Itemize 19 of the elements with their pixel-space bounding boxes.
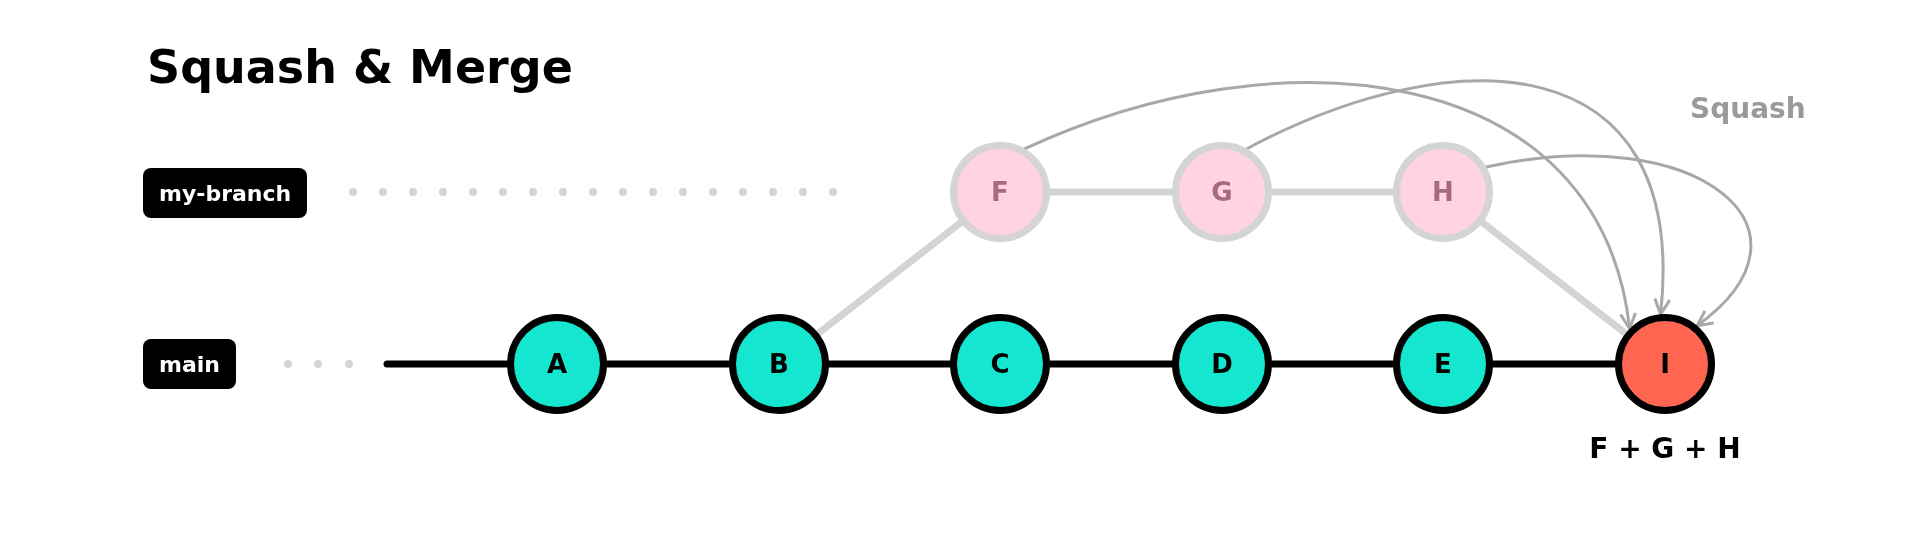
- connector-line: [1479, 219, 1629, 337]
- curved-arrow: [1484, 154, 1752, 328]
- commit-circle: E: [1393, 314, 1493, 414]
- branch-label: my-branch: [143, 168, 308, 218]
- commit-caption: F + G + H: [1589, 432, 1741, 465]
- commit-circle: C: [950, 314, 1050, 414]
- commit-circle: A: [507, 314, 607, 414]
- commit-circle: D: [1172, 314, 1272, 414]
- commit-circle: F: [950, 142, 1050, 242]
- commit-circle: G: [1172, 142, 1272, 242]
- branch-label: main: [143, 339, 236, 389]
- curved-arrow: [1023, 81, 1636, 331]
- curved-arrow: [1245, 79, 1671, 316]
- commit-circle: H: [1393, 142, 1493, 242]
- commit-circle: B: [729, 314, 829, 414]
- title: Squash & Merge: [147, 40, 573, 94]
- annotation-text: Squash: [1690, 92, 1806, 125]
- commit-circle: I: [1615, 314, 1715, 414]
- connector-line: [814, 219, 965, 337]
